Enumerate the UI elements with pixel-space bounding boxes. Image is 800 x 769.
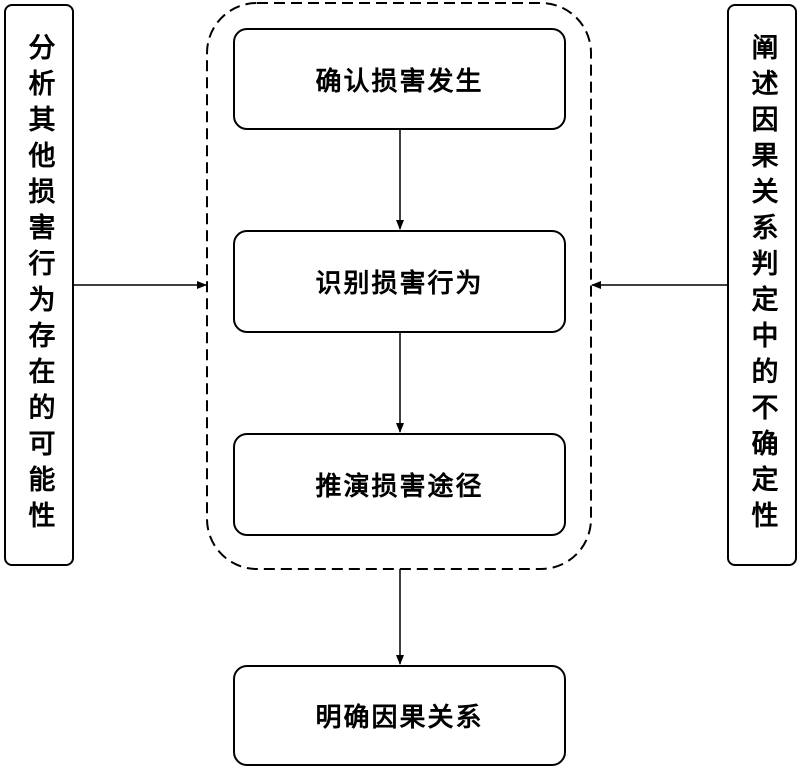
clarify-causality-label: 明确因果关系: [315, 703, 484, 733]
left-side-box: 分析其他损害行为存在的可能性: [4, 4, 74, 566]
confirm-damage-label: 确认损害发生: [315, 66, 484, 97]
clarify-causality-box: 明确因果关系: [233, 665, 566, 766]
deduce-path-label: 推演损害途径: [315, 472, 484, 502]
left-side-label: 分析其他损害行为存在的可能性: [23, 33, 55, 537]
identify-act-box: 识别损害行为: [233, 230, 566, 333]
right-side-box: 阐述因果关系判定中的不确定性: [727, 4, 797, 566]
identify-act-label: 识别损害行为: [315, 269, 484, 299]
deduce-path-box: 推演损害途径: [233, 433, 566, 536]
confirm-damage-box: 确认损害发生: [233, 28, 566, 130]
right-side-label: 阐述因果关系判定中的不确定性: [746, 33, 778, 537]
